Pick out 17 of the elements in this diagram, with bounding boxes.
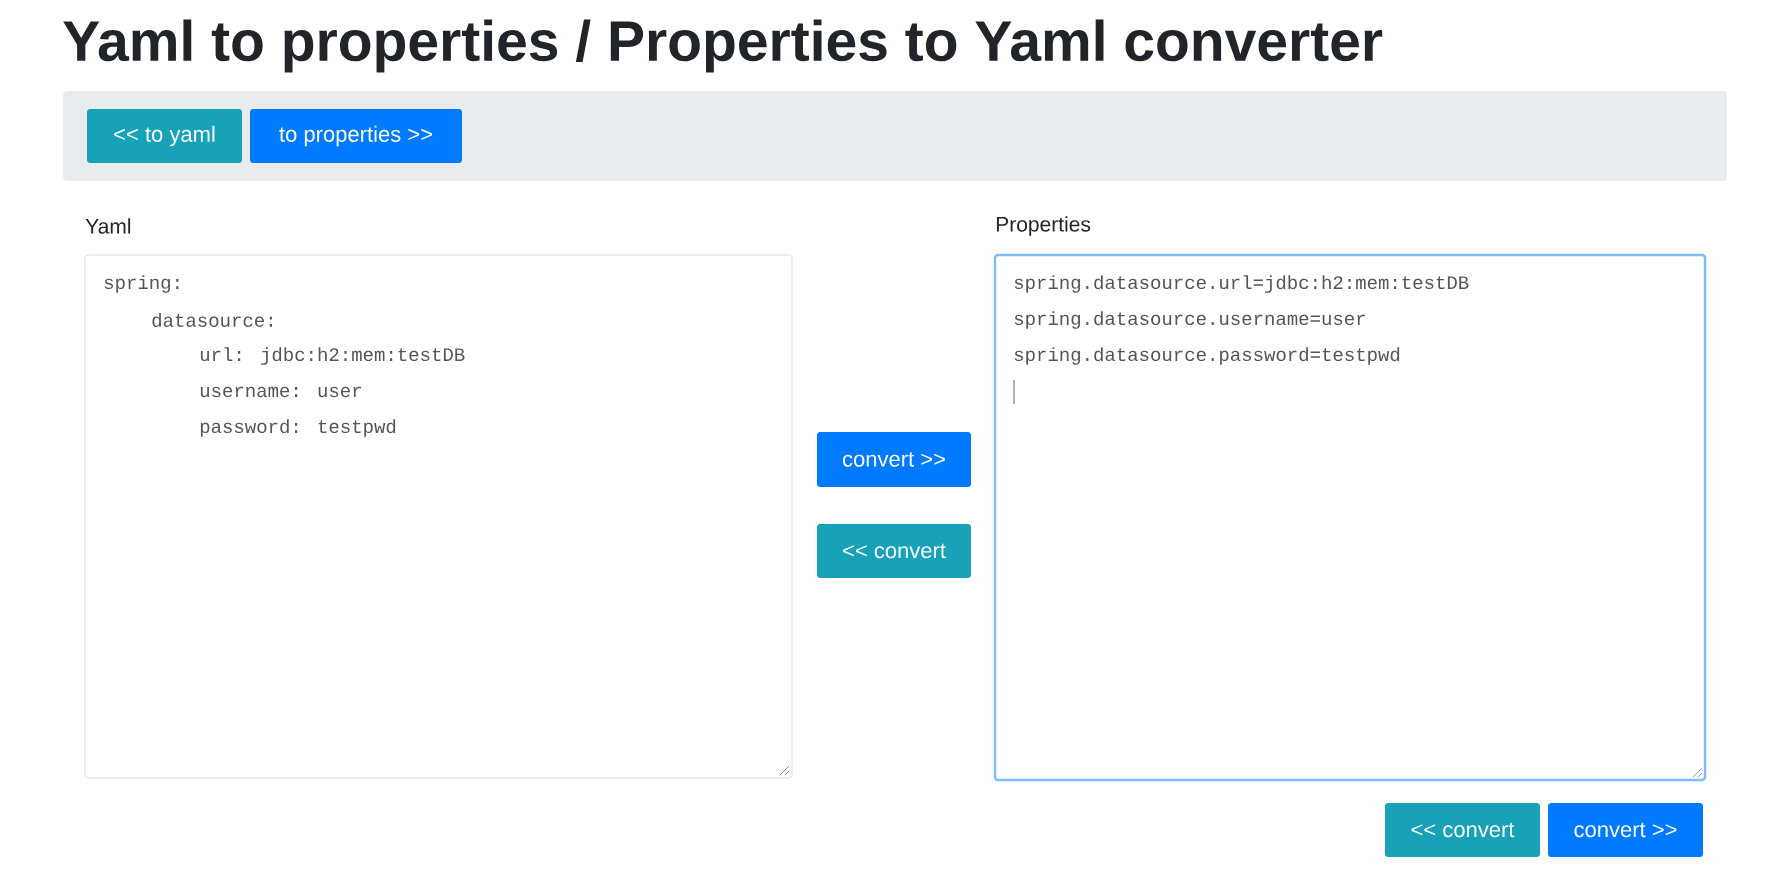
code-line: spring.datasource.username=user bbox=[1014, 311, 1365, 329]
code-line: datasource: bbox=[152, 313, 272, 327]
button: << to yaml bbox=[87, 109, 242, 163]
code-line: password: testpwd bbox=[200, 419, 396, 437]
button: << convert bbox=[1385, 803, 1540, 857]
code-line: url: jdbc:h2:mem:testDB bbox=[200, 347, 465, 365]
code-line: username: user bbox=[200, 386, 361, 398]
button: convert >> bbox=[1548, 803, 1703, 857]
button: to properties >> bbox=[250, 109, 462, 163]
button: << convert bbox=[817, 524, 971, 578]
field-label: Properties bbox=[996, 216, 1091, 236]
page-title: Yaml to properties / Properties to Yaml converter bbox=[63, 19, 1383, 73]
button: convert >> bbox=[817, 432, 971, 487]
code-line: spring.datasource.url=jdbc:h2:mem:testDB bbox=[1014, 275, 1469, 293]
field-label: Yaml bbox=[85, 218, 131, 234]
code-line: spring: bbox=[104, 275, 179, 293]
code-line: spring.datasource.password=testpwd bbox=[1014, 347, 1400, 365]
